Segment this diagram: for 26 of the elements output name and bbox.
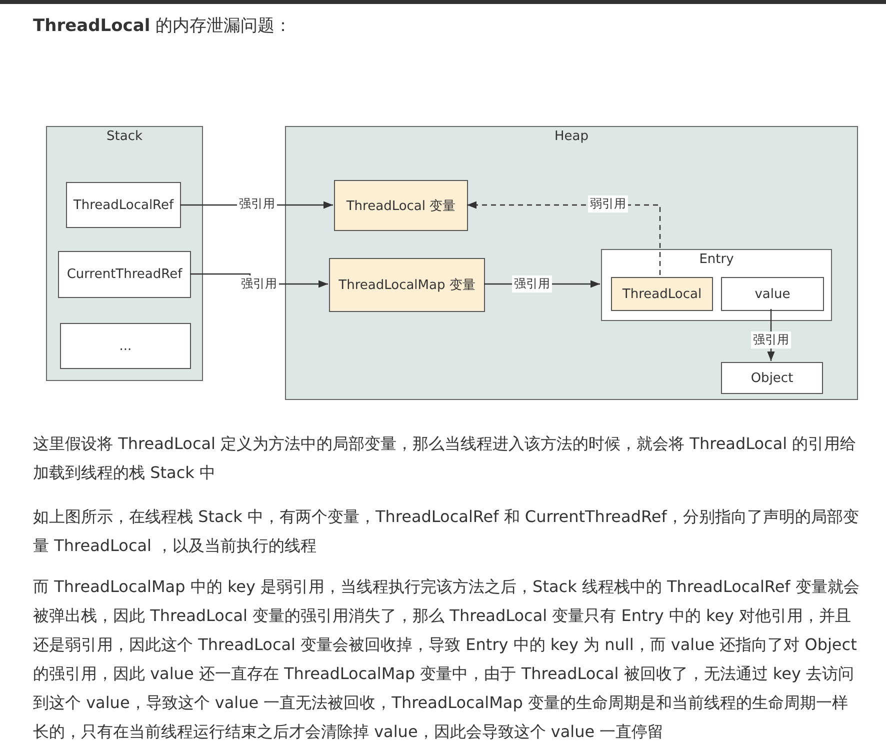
arrow	[484, 280, 600, 288]
edge-label: 强引用	[512, 276, 552, 292]
entry-box	[601, 249, 832, 321]
arrow	[180, 201, 333, 209]
arrow	[767, 309, 775, 361]
dashed-arrow	[467, 201, 661, 275]
variable-box: CurrentThreadRef	[58, 251, 191, 298]
memory-region-panel	[285, 126, 858, 400]
arrow	[190, 273, 328, 288]
paragraph: 这里假设将 ThreadLocal 定义为方法中的局部变量，那么当线程进入该方法的时候，就会将 ThreadLocal 的引用给加载到线程的栈 Stack 中	[33, 433, 858, 484]
paragraph: 而 ThreadLocalMap 中的 key 是弱引用，当线程执行完该方法之后，Stack 线程栈中的 ThreadLocalRef 变量就会被弹出栈，因此 ThreadLocal 变量的强引用消失了，那么 ThreadLocal 变量只有 Entry 中的 key 对他引用，并且还是弱引用，因此这个 ThreadLocal 变量会被回收掉，导致 Entry 中的 key 为 null，而 value 还指向了对 Object 的强引用，因此 value 还一直存在 ThreadLocalMap 变量中，由于 ThreadLocal 被回收了，无法通过 key 去访问到这个 value，导致这个 value 一直无法被回收，ThreadLocalMap 变量的生命周期是和当前线程的生命周期一样长的，只有在当前线程运行结束之后才会清除掉 value，因此会导致这个 value 一直停留	[33, 576, 860, 741]
variable-box: ThreadLocalRef	[66, 182, 181, 228]
object-box: ThreadLocal	[611, 277, 713, 311]
edge-label: 强引用	[751, 332, 791, 348]
panel-title: Stack	[106, 129, 144, 144]
object-box: ThreadLocal 变量	[334, 180, 468, 231]
panel-title: Entry	[698, 252, 735, 267]
panel-title: Heap	[554, 129, 590, 144]
variable-box: ...	[60, 323, 191, 369]
variable-box: value	[721, 277, 824, 311]
object-box: ThreadLocalMap 变量	[329, 258, 485, 312]
edge-label: 弱引用	[588, 196, 628, 212]
memory-region-panel	[46, 126, 203, 381]
variable-box: Object	[721, 362, 823, 394]
page-heading: ThreadLocal 的内存泄漏问题：	[33, 15, 292, 37]
paragraph: 如上图所示，在线程栈 Stack 中，有两个变量，ThreadLocalRef 和 CurrentThreadRef，分别指向了声明的局部变量 ThreadLocal ，以及当前执行的线程	[33, 506, 860, 557]
